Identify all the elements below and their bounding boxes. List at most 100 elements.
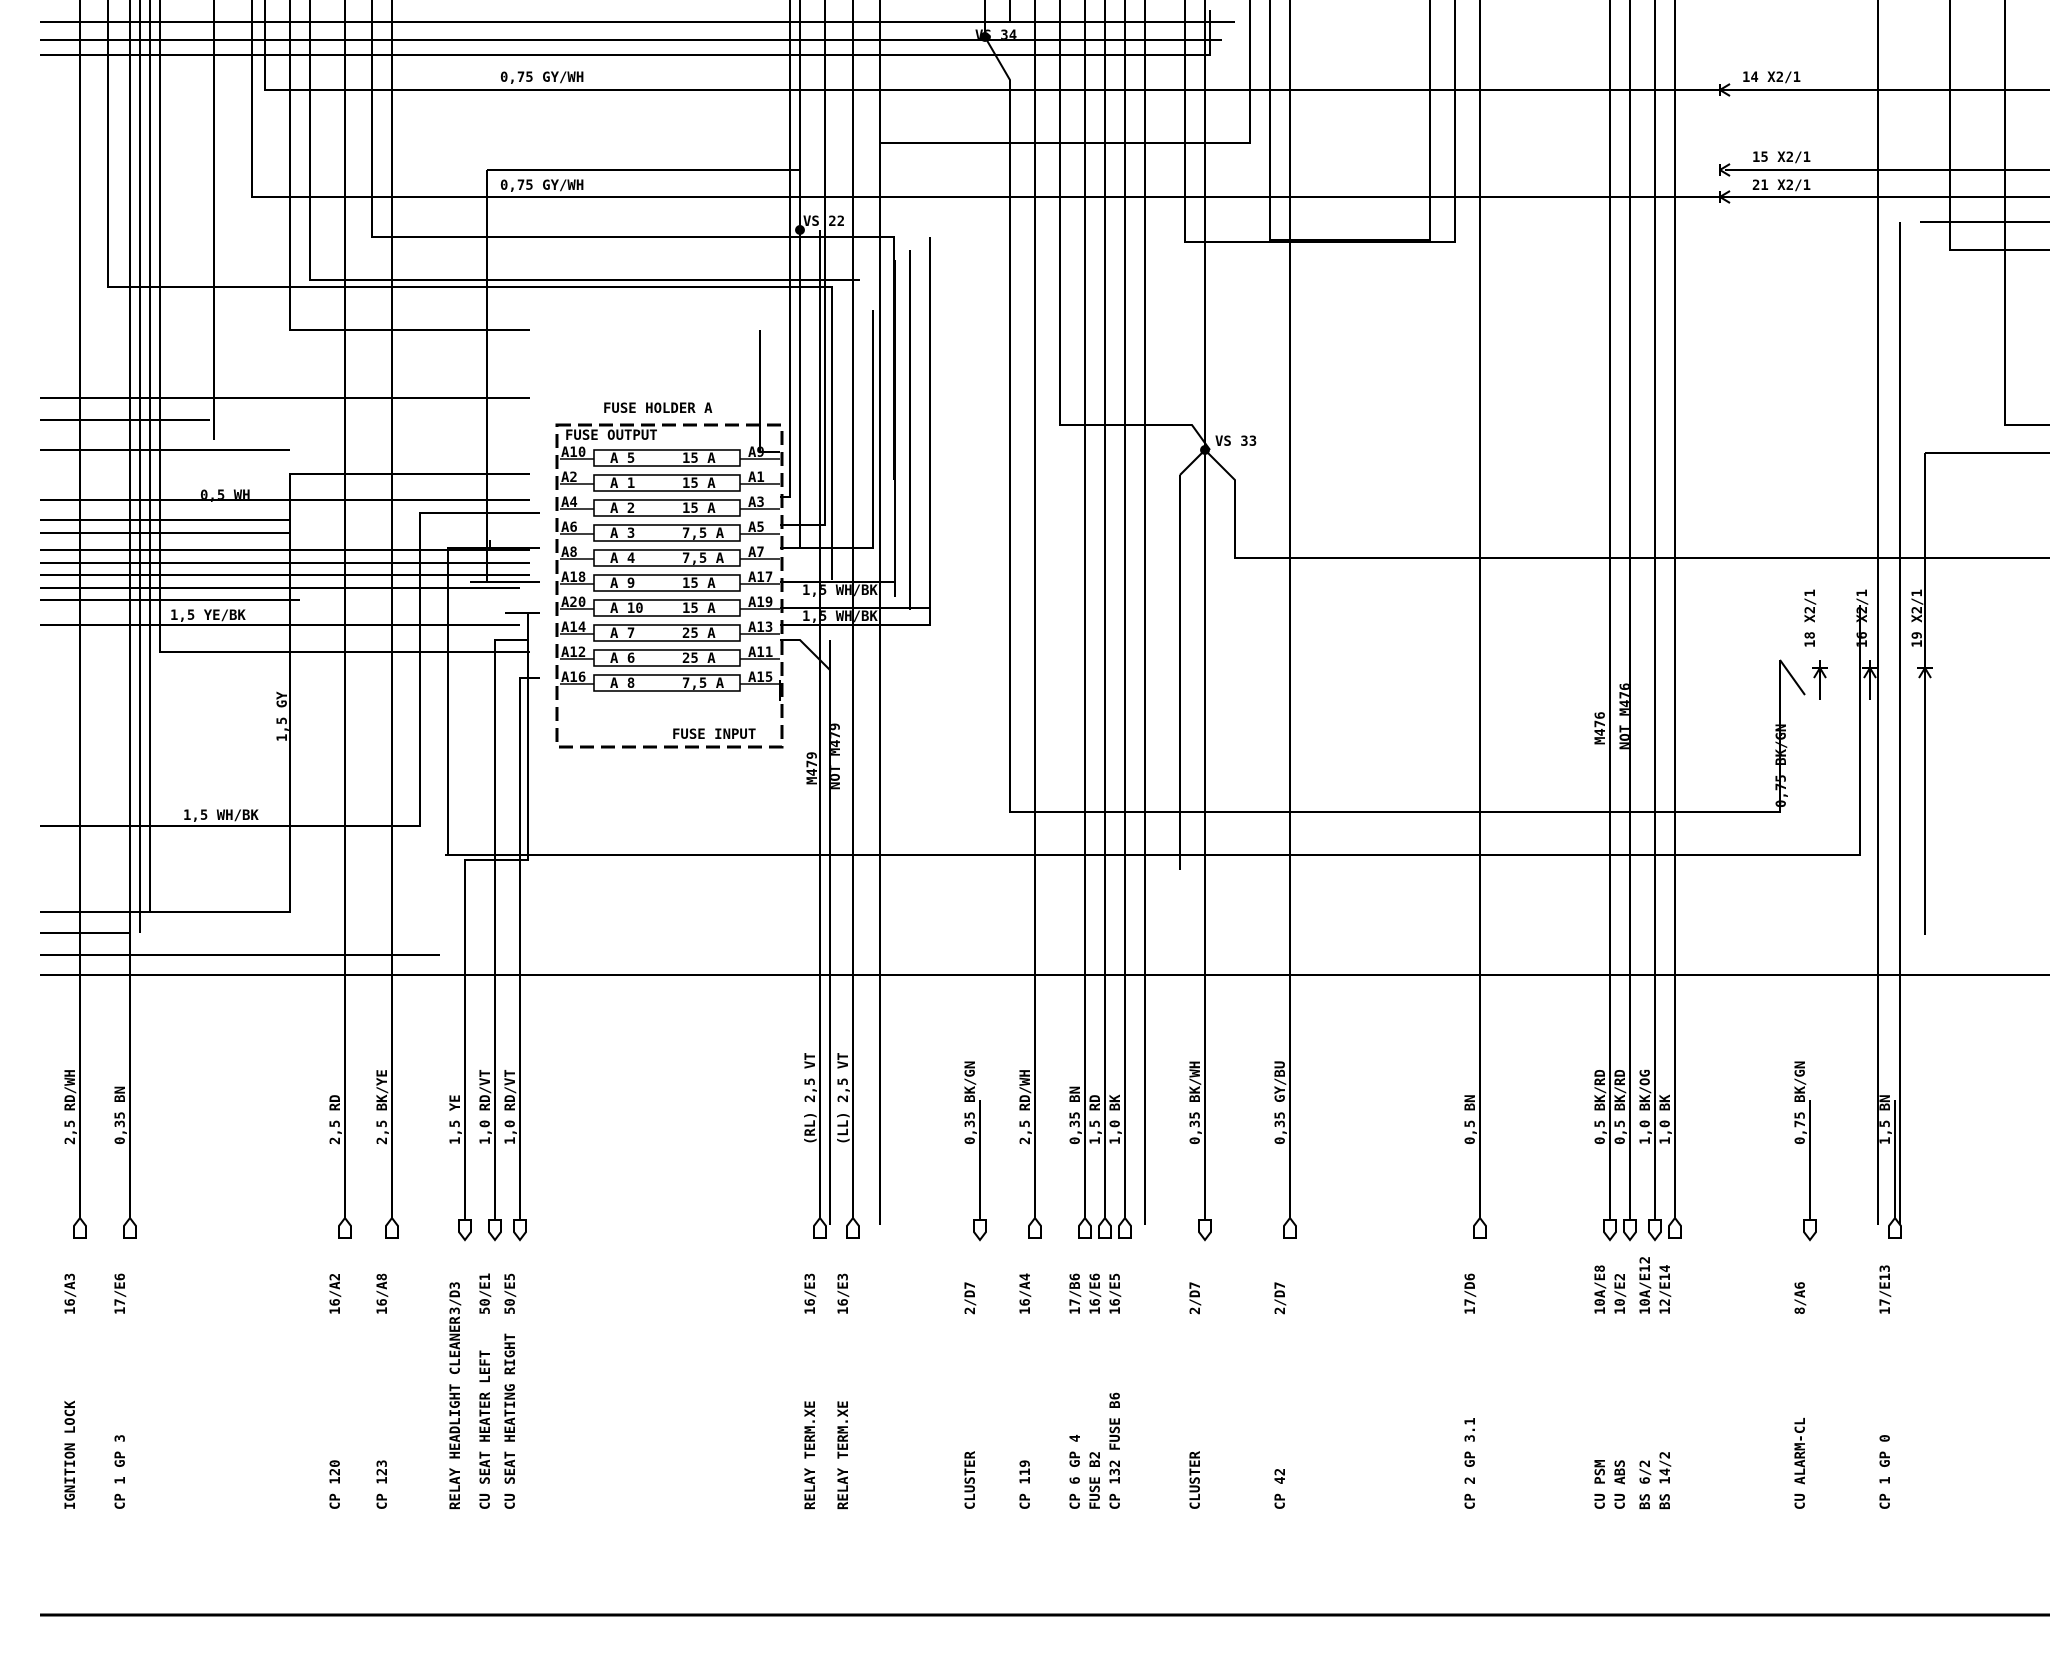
fuse-input-pin: A16 — [561, 670, 586, 686]
fuse-rating: 15 A — [682, 476, 716, 492]
terminal-ref-label: 17/D6 — [1463, 1273, 1479, 1315]
fuse-holder-a: FUSE HOLDER A FUSE OUTPUT FUSE INPUT A10… — [555, 401, 784, 749]
component-name-label: CLUSTER — [1188, 1450, 1204, 1510]
fuse-input-pin: A20 — [561, 595, 586, 611]
terminal-ref-label: 16/E3 — [803, 1273, 819, 1315]
fuse-input-pin: A10 — [561, 445, 586, 461]
connector-arrow-up-icon — [1078, 1216, 1092, 1239]
wire-spec-label: 0,35 GY/BU — [1273, 1061, 1289, 1145]
wire-label-m479: M479 — [805, 751, 821, 785]
fuse-designator: A 6 — [610, 651, 635, 667]
fuse-designator: A 4 — [610, 551, 635, 567]
component-name-label: CP 1 GP 0 — [1878, 1434, 1894, 1510]
wire-label-gywh-mid: 0,75 GY/WH — [500, 178, 584, 194]
wire-spec-label: (RL) 2,5 VT — [803, 1052, 819, 1145]
component-name-label: RELAY TERM.XE — [836, 1400, 852, 1510]
connector-arrow-up-icon — [338, 1216, 352, 1239]
connector-arrow-up-icon — [1283, 1216, 1297, 1239]
terminal-ref-label: 16/A2 — [328, 1273, 344, 1315]
fuse-designator: A 10 — [610, 601, 644, 617]
x21-tap-14: 14 X2/1 — [1719, 70, 1801, 97]
fuse-body — [593, 499, 741, 517]
wire-spec-label: 0,5 BK/RD — [1593, 1069, 1609, 1145]
wire-spec-label: 1,5 BN — [1878, 1094, 1894, 1145]
x21-label-18: 18 X2/1 — [1803, 589, 1819, 648]
fuse-holder-title: FUSE HOLDER A — [603, 401, 713, 417]
fuse-designator: A 3 — [610, 526, 635, 542]
fuse-output-pin: A9 — [748, 445, 765, 461]
terminal-ref-label: 17/E6 — [113, 1273, 129, 1315]
fuse-rating: 7,5 A — [682, 676, 725, 692]
fuse-designator: A 2 — [610, 501, 635, 517]
wire-spec-label: 1,0 BK — [1108, 1094, 1124, 1145]
connector-arrow-up-icon — [123, 1216, 137, 1239]
splice-vs22-label: VS 22 — [803, 214, 845, 230]
connector-arrow-up-icon — [1668, 1216, 1682, 1239]
component-name-label: BS 14/2 — [1658, 1451, 1674, 1510]
connector-arrow-up-icon — [846, 1216, 860, 1239]
wire-spec-label: 1,5 RD — [1088, 1094, 1104, 1145]
terminal-ref-label: 3/D3 — [448, 1281, 464, 1315]
terminal-ref-label: 17/B6 — [1068, 1273, 1084, 1315]
wire-labels: 0,75 GY/WH 0,75 GY/WH 0,5 WH 1,5 YE/BK 1… — [170, 70, 1790, 824]
fuse-holder-outline — [555, 423, 784, 749]
x21-label-19: 19 X2/1 — [1910, 589, 1926, 648]
terminal-ref-label: 8/A6 — [1793, 1281, 1809, 1315]
fuse-body — [593, 549, 741, 567]
terminal-ref-label: 17/E13 — [1878, 1264, 1894, 1315]
fuse-body — [593, 449, 741, 467]
x21-label-14: 14 X2/1 — [1742, 70, 1801, 86]
wire-spec-label: 0,35 BK/GN — [963, 1061, 979, 1145]
x21-label-21: 21 X2/1 — [1752, 178, 1811, 194]
component-name-label: CP 119 — [1018, 1459, 1034, 1510]
component-name-label: CP 1 GP 3 — [113, 1434, 129, 1510]
wire-label-not-m479: NOT M479 — [828, 723, 844, 790]
fuse-designator: A 9 — [610, 576, 635, 592]
terminal-ref-label: 12/E14 — [1658, 1264, 1674, 1315]
wire-label-m476: M476 — [1593, 711, 1609, 745]
fuse-input-pin: A18 — [561, 570, 586, 586]
wire-label-wh: 0,5 WH — [200, 488, 251, 504]
wire-spec-label: 1,0 RD/VT — [478, 1069, 494, 1145]
terminal-ref-label: 2/D7 — [1188, 1281, 1204, 1315]
connector-arrow-up-icon — [1888, 1216, 1902, 1239]
fuse-rating: 25 A — [682, 651, 716, 667]
terminal-ref-label: 16/E3 — [836, 1273, 852, 1315]
component-name-label: CU SEAT HEATER LEFT — [478, 1350, 494, 1510]
wire-spec-label: 0,35 BK/WH — [1188, 1061, 1204, 1145]
component-name-label: CP 132 FUSE B6 — [1108, 1392, 1124, 1510]
x21-tap-18: 18 X2/1 — [1803, 589, 1828, 679]
wire-spec-label: 0,5 BN — [1463, 1094, 1479, 1145]
wire-spec-label: 2,5 RD — [328, 1094, 344, 1145]
component-name-label: CP 42 — [1273, 1468, 1289, 1510]
component-name-label: IGNITION LOCK — [63, 1400, 79, 1510]
terminal-ref-label: 16/E5 — [1108, 1273, 1124, 1315]
fuse-designator: A 5 — [610, 451, 635, 467]
connector-arrow-up-icon — [813, 1216, 827, 1239]
fuse-rating: 7,5 A — [682, 526, 725, 542]
fuse-output-pin: A15 — [748, 670, 773, 686]
wire-spec-label: 0,75 BK/GN — [1793, 1061, 1809, 1145]
connector-arrow-down-icon — [1803, 1219, 1817, 1242]
fuse-rating: 15 A — [682, 601, 716, 617]
terminal-ref-label: 10A/E8 — [1593, 1264, 1609, 1315]
fuse-input-pin: A8 — [561, 545, 578, 561]
connector-arrow-down-icon — [1623, 1219, 1637, 1242]
connector-arrow-up-icon — [73, 1216, 87, 1239]
